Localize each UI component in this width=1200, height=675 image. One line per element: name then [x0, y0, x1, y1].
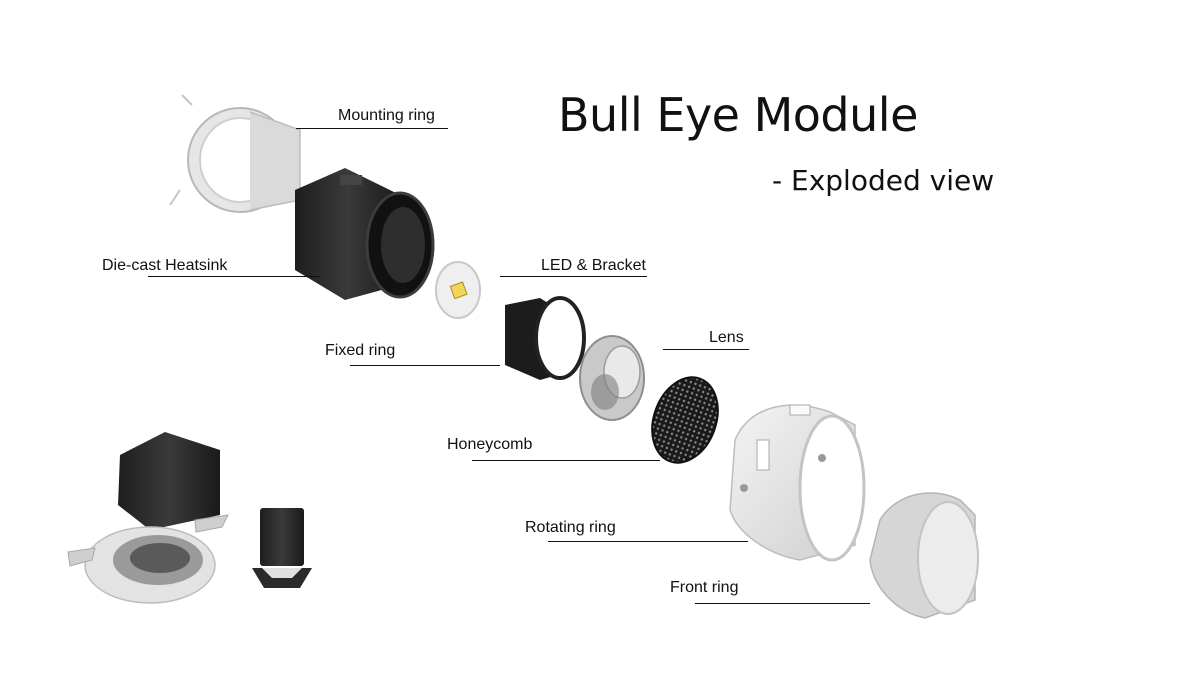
- leader-line-mounting-ring: [296, 128, 448, 129]
- diagram-title: Bull Eye Module: [558, 88, 918, 142]
- leader-line-lens: [663, 349, 749, 350]
- lens-part: [579, 335, 645, 421]
- mounting-ring-part: [169, 94, 301, 213]
- honeycomb-part: [651, 376, 719, 464]
- leader-line-heatsink: [148, 276, 320, 277]
- label-mounting-ring: Mounting ring: [338, 107, 435, 124]
- rotating-ring-part: [729, 404, 866, 562]
- label-front-ring: Front ring: [670, 579, 739, 596]
- label-rotating-ring: Rotating ring: [525, 519, 616, 536]
- leader-line-led-bracket: [500, 276, 647, 277]
- leader-line-honeycomb: [472, 460, 660, 461]
- assembled-unit-small: [252, 508, 312, 588]
- label-led-bracket: LED & Bracket: [541, 257, 646, 274]
- led-bracket-part: [435, 261, 481, 319]
- leader-line-rotating-ring: [548, 541, 748, 542]
- heatsink-part: [295, 168, 435, 300]
- leader-line-front-ring: [695, 603, 870, 604]
- fixed-ring-part: [505, 296, 586, 380]
- label-die-cast-heatsink: Die-cast Heatsink: [102, 257, 228, 274]
- front-ring-part: [869, 492, 979, 619]
- leader-line-fixed-ring: [350, 365, 500, 366]
- diagram-subtitle: - Exploded view: [772, 164, 995, 197]
- label-honeycomb: Honeycomb: [447, 436, 533, 453]
- label-fixed-ring: Fixed ring: [325, 342, 396, 359]
- assembled-unit-large: [67, 432, 229, 604]
- label-lens: Lens: [709, 329, 744, 346]
